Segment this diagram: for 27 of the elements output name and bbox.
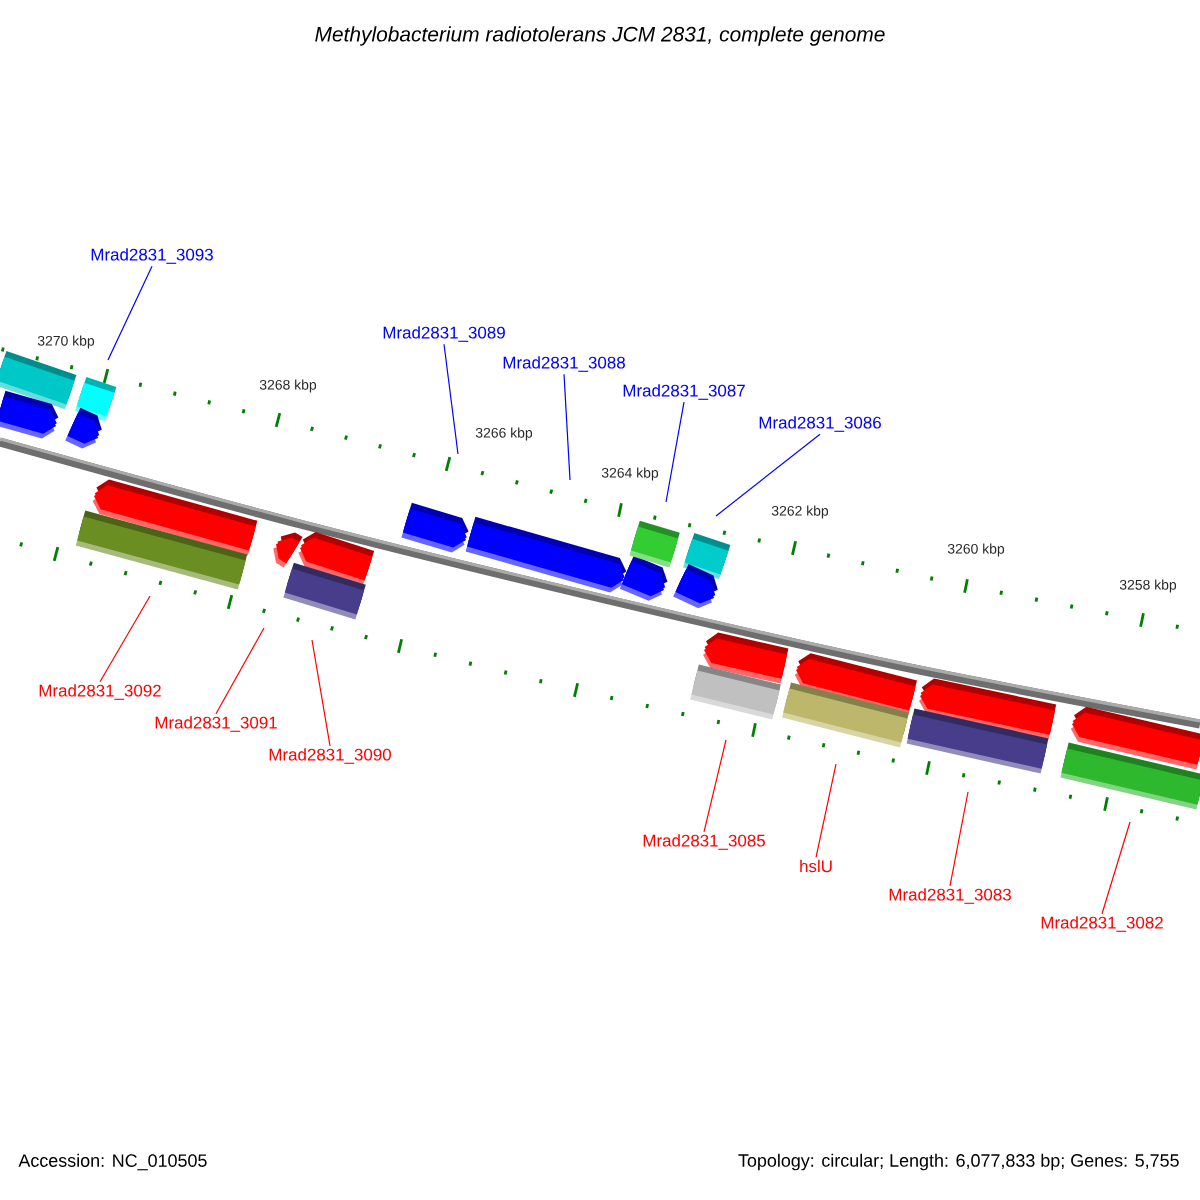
leader-line <box>665 401 685 503</box>
footer-text: Accession: NC_010505 <box>18 1153 207 1171</box>
gene-label: Mrad2831_3089 <box>383 326 505 342</box>
gene-label: Mrad2831_3082 <box>1041 916 1163 932</box>
leader-line <box>443 343 459 455</box>
leader-line <box>1101 821 1131 915</box>
footer-text: Topology: circular; Length: 6,077,833 bp; Genes: 5,755 <box>738 1153 1179 1171</box>
gene-label: Mrad2831_3092 <box>39 684 161 700</box>
gene-label: Mrad2831_3090 <box>269 748 391 764</box>
gene-label: Mrad2831_3086 <box>759 416 881 432</box>
leader-line <box>703 739 727 833</box>
gene-label: Mrad2831_3087 <box>623 384 745 400</box>
leader-line <box>949 791 969 887</box>
gene-label: hslU <box>800 859 832 873</box>
leader-line <box>815 763 837 858</box>
leader-line <box>715 433 821 517</box>
title: Methylobacterium radiotolerans JCM 2831, complete genome <box>315 26 885 46</box>
leader-line <box>107 265 153 361</box>
leader-line <box>215 627 265 715</box>
gene-label: Mrad2831_3083 <box>889 888 1011 904</box>
gene-label: Mrad2831_3088 <box>503 356 625 372</box>
gene-label: Mrad2831_3093 <box>91 248 213 264</box>
gene-label: Mrad2831_3091 <box>155 716 277 732</box>
leader-line <box>311 639 331 747</box>
leader-line <box>99 595 151 683</box>
gene-label: Mrad2831_3085 <box>643 834 765 850</box>
leader-line <box>563 373 571 481</box>
